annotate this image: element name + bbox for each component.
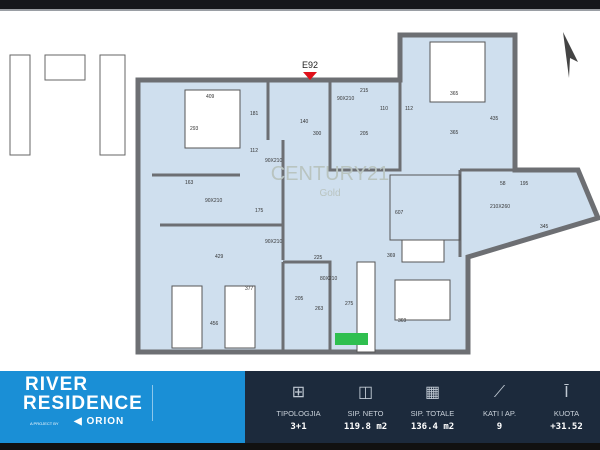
divider [152,385,153,421]
stats-panel: ⊞ TIPOLOGJIA 3+1 ◫ SIP. NETO 119.8 m2 ▦ SIP. … [245,371,600,443]
bed [224,285,256,349]
dimension: 163 [185,180,194,186]
stairs-icon: ⟋ [493,384,506,401]
north-arrow-icon [563,32,578,78]
sofa [401,239,445,263]
dimension: 195 [520,181,529,187]
brand-line-1: RIVER [25,374,89,395]
furniture [171,41,486,353]
dimension: 181 [250,111,259,117]
stat-total-area: ▦ SIP. TOTALE 136.4 m2 [399,371,466,443]
stat-value: 136.4 m2 [410,422,455,432]
dimension: 607 [395,210,404,216]
total-area-icon: ▦ [424,384,441,401]
stat-floor: ⟋ KATI I AP. 9 [466,371,533,443]
stat-value: +31.52 [550,422,583,432]
green-utility [335,333,368,345]
dimension: 225 [314,255,323,261]
floorplan-icon: ⊞ [291,384,306,401]
developer-logo: ◀ ORION [74,416,125,427]
dimension: 205 [295,296,304,302]
dimension: 263 [315,306,324,312]
bed [429,41,486,103]
rug [389,174,461,241]
stat-elevation: Ī KUOTA +31.52 [533,371,600,443]
stat-value: 9 [496,422,503,432]
net-area-icon: ◫ [357,384,374,401]
stat-label: KATI I AP. [482,409,517,418]
dimension: 365 [450,130,459,136]
dimension: 300 [313,131,322,137]
kitchen-counter [356,261,376,353]
dimension: 58 [500,181,506,187]
dimension: 90X210 [205,198,222,204]
dimension: 210X260 [490,204,510,210]
dimension: 90X210 [337,96,354,102]
entrance-marker: E92 [302,60,318,80]
dimension: 293 [190,126,199,132]
stat-value: 119.8 m2 [343,422,388,432]
dimension: 369 [387,253,396,259]
watermark-sub: Gold [319,188,340,199]
dimension: 435 [490,116,499,122]
dimension: 90X210 [265,158,282,164]
dimension-labels: 409 293 181 112 90X210 140 300 215 90X21… [185,88,549,327]
brand-line-2: RESIDENCE [23,393,143,414]
developer-name: ORION [86,416,125,427]
info-banner: RIVER RESIDENCE A PROJECT BY ◀ ORION ⊞ TI… [0,371,600,443]
dimension: 345 [540,224,549,230]
stat-typology: ⊞ TIPOLOGJIA 3+1 [265,371,332,443]
dimension: 369 [398,318,407,324]
dimension: 275 [345,301,354,307]
stat-label: SIP. NETO [347,409,384,418]
bed [184,89,241,149]
dimension: 112 [250,148,258,154]
stat-value: 3+1 [290,422,307,432]
dimension: 205 [360,131,369,137]
dimension: 365 [450,91,459,97]
dimension: 429 [215,254,224,260]
dimension: 409 [206,94,215,100]
floor-plan: E92 CENTURY21 Gold 409 293 181 112 90X21… [9,32,600,355]
brand-panel: RIVER RESIDENCE A PROJECT BY ◀ ORION [0,371,245,443]
dimension: 80X210 [320,276,337,282]
dimension: 377 [245,286,254,292]
stat-net-area: ◫ SIP. NETO 119.8 m2 [332,371,399,443]
top-bar [0,0,600,11]
dimension: 90X210 [265,239,282,245]
bottom-bar [0,443,600,450]
dimension: 456 [210,321,219,327]
elevation-icon: Ī [564,384,569,401]
building-key-plan [9,54,126,156]
stat-label: TIPOLOGJIA [276,409,321,418]
dining-table [394,279,451,321]
dimension: 215 [360,88,369,94]
dimension: 112 [405,106,413,112]
bed [171,285,203,349]
entrance-label: E92 [302,60,318,70]
stat-label: KUOTA [553,409,580,418]
dimension: 140 [300,119,309,125]
dimension: 175 [255,208,264,214]
project-by: A PROJECT BY [30,421,59,426]
watermark: CENTURY21 [271,163,390,185]
stat-label: SIP. TOTALE [410,409,455,418]
dimension: 110 [380,106,388,112]
